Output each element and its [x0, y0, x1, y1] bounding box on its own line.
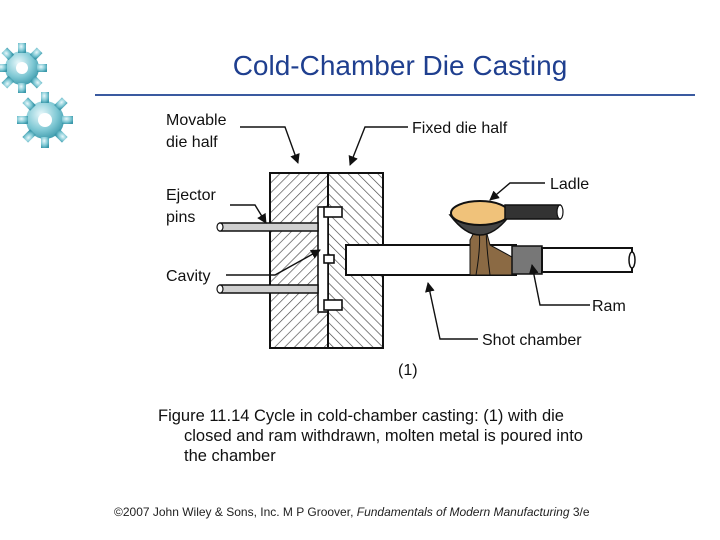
ram-leader — [528, 264, 590, 306]
movable-label-1: Movable — [166, 112, 227, 129]
gear-decoration — [0, 43, 73, 148]
figure-caption: Figure 11.14 Cycle in cold‑chamber casti… — [158, 406, 698, 466]
fixed-label: Fixed die half — [412, 120, 508, 137]
ladle — [448, 200, 564, 236]
ladle-leader — [489, 182, 545, 201]
cavity-leader — [226, 249, 321, 276]
ejector-leader — [230, 204, 267, 224]
title-rule — [95, 94, 695, 96]
die-casting-diagram: Movable die half Fixed die half Ladle Ej… — [166, 112, 636, 379]
ejector-pins — [216, 222, 319, 294]
ejector-label-2: pins — [166, 209, 195, 226]
caption-line-2: closed and ram withdrawn, molten metal i… — [184, 427, 583, 445]
movable-leader — [240, 126, 300, 164]
gear-icon — [17, 92, 73, 148]
movable-label-2: die half — [166, 134, 218, 151]
copyright-footer: ©2007 John Wiley & Sons, Inc. M P Groove… — [114, 505, 590, 519]
shot-chamber-label: Shot chamber — [482, 332, 582, 349]
shot-chamber-leader — [425, 282, 478, 340]
ram — [511, 245, 636, 275]
caption-line-3: the chamber — [184, 447, 276, 465]
cavity — [317, 206, 343, 313]
footer-prefix: ©2007 John Wiley & Sons, Inc. M P Groove… — [114, 505, 357, 519]
slide-title: Cold‑Chamber Die Casting — [232, 50, 568, 81]
ejector-label-1: Ejector — [166, 187, 216, 204]
caption-line-1: Figure 11.14 Cycle in cold‑chamber casti… — [158, 407, 564, 425]
ram-label: Ram — [592, 298, 626, 315]
gear-icon — [0, 43, 47, 93]
footer-edition: 3/e — [569, 505, 590, 519]
footer-book-title: Fundamentals of Modern Manufacturing — [356, 505, 570, 519]
step-label: (1) — [398, 362, 418, 379]
cavity-label: Cavity — [166, 268, 210, 285]
ladle-label: Ladle — [550, 176, 589, 193]
fixed-leader — [348, 126, 408, 166]
